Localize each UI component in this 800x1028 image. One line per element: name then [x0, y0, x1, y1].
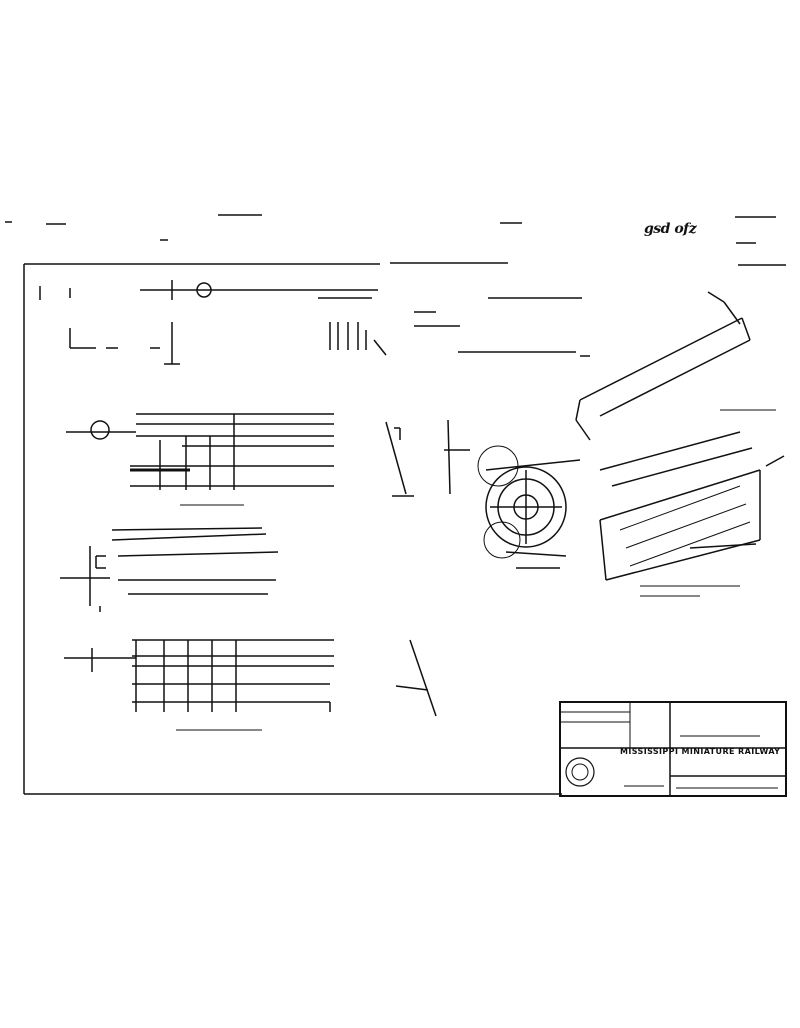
sheet-note: gsd ofz: [644, 221, 697, 237]
title-block: [559, 701, 787, 797]
side-view-3: [64, 639, 334, 731]
side-view-1: [66, 413, 334, 506]
title-block-company: MISSISSIPPI MINIATURE RAILWAY: [620, 747, 781, 756]
isometric-frame: [575, 291, 785, 597]
callout-lines-top: [414, 297, 590, 357]
drawing-border: [23, 263, 562, 795]
top-section-view: [39, 280, 387, 365]
top-scan-marks: [5, 214, 786, 266]
mid-profile-details: [385, 419, 470, 717]
wheel-assembly: [477, 445, 581, 569]
side-view-2: [60, 527, 279, 612]
